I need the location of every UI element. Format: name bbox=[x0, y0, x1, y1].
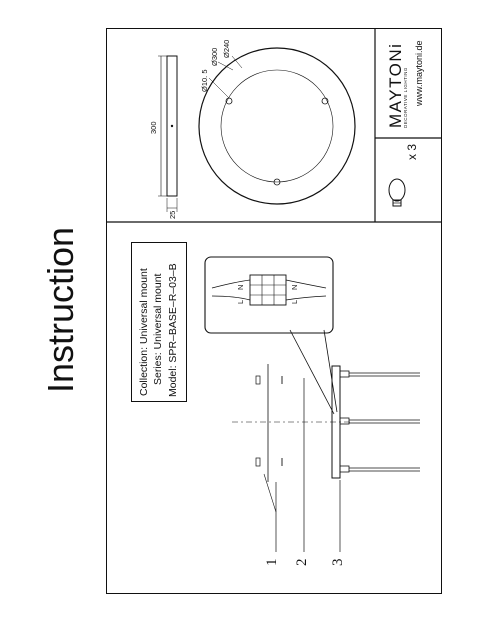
instruction-frame bbox=[106, 28, 442, 594]
brand-website[interactable]: www.maytoni.de bbox=[414, 40, 424, 106]
leader-lines bbox=[263, 378, 341, 552]
dimension-inner-diameter: Ø240 bbox=[222, 39, 231, 58]
connector-detail bbox=[204, 256, 338, 415]
dimension-length: 300 bbox=[149, 121, 158, 134]
callout-2: 2 bbox=[294, 558, 310, 567]
dimension-outer-diameter: Ø300 bbox=[210, 47, 219, 66]
bulb-quantity: x 3 bbox=[405, 143, 419, 160]
plate-top-view bbox=[198, 47, 356, 205]
mounting-plate-assembly bbox=[331, 365, 420, 479]
dimension-height: 25 bbox=[168, 210, 177, 219]
callout-3: 3 bbox=[330, 558, 346, 567]
connector-label-n-left: N bbox=[236, 284, 245, 290]
brand-tagline: DECORATIVE LIGHTING bbox=[403, 67, 408, 128]
bulb-icon bbox=[388, 178, 406, 207]
model-label: Model: SPR–BASE–R–03–B bbox=[167, 263, 179, 397]
model-info-box bbox=[131, 242, 187, 402]
connector-label-n-right: N bbox=[290, 284, 299, 290]
dimension-hole: Ø10. 5 bbox=[200, 69, 209, 92]
collection-label: Collection: Universal mount bbox=[138, 268, 150, 396]
callout-1: 1 bbox=[264, 558, 280, 567]
screws-part bbox=[255, 364, 283, 482]
series-label: Series: Universal mount bbox=[152, 273, 164, 385]
connector-label-l-left: L bbox=[236, 299, 245, 304]
connector-label-l-right: L bbox=[290, 299, 299, 304]
plate-side-view bbox=[158, 55, 178, 212]
